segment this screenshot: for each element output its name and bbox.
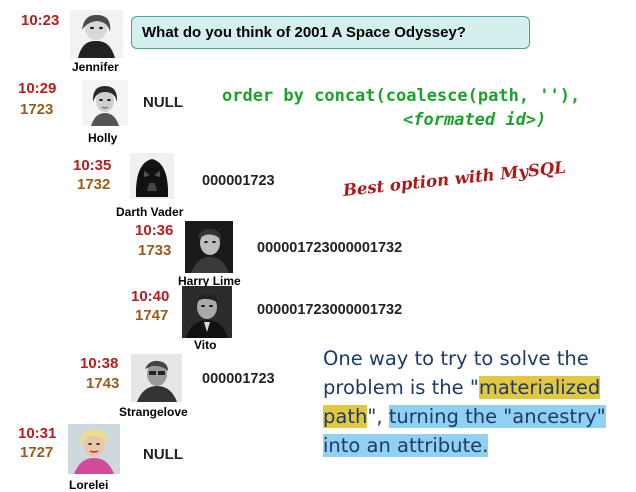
- post-time: 10:40: [131, 288, 170, 305]
- post-author: Darth Vader: [116, 205, 184, 219]
- harry-lime-portrait-icon: [185, 221, 233, 273]
- explanation-text-2: ",: [367, 405, 389, 428]
- post-path: 000001723: [202, 371, 275, 387]
- post-time: 10:35: [73, 157, 112, 174]
- handwritten-note: Best option with MySQL: [342, 157, 567, 200]
- strangelove-portrait-icon: [131, 354, 182, 402]
- post-author: Jennifer: [72, 60, 119, 74]
- post-author: Harry Lime: [178, 274, 241, 288]
- lorelei-portrait-icon: [68, 424, 120, 474]
- post-author: Holly: [88, 131, 118, 145]
- post-path: 000001723: [202, 173, 275, 189]
- post-author: Lorelei: [69, 478, 109, 492]
- post-author: Vito: [194, 338, 217, 352]
- holly-portrait-icon: [82, 80, 128, 126]
- post-parent-id: 1723: [20, 101, 54, 118]
- post-author: Strangelove: [119, 405, 188, 419]
- post-time: 10:38: [80, 355, 119, 372]
- post-path: NULL: [143, 94, 183, 111]
- question-text: What do you think of 2001 A Space Odysse…: [142, 24, 466, 41]
- jennifer-portrait-icon: [70, 10, 123, 58]
- explanation-text-1: One way to try to solve the problem is t…: [323, 347, 589, 399]
- question-bubble: What do you think of 2001 A Space Odysse…: [131, 16, 530, 49]
- sql-order-by-line: order by concat(coalesce(path, ''),: [222, 86, 581, 106]
- sql-formatted-id-line: <formated id>): [403, 110, 547, 130]
- post-time: 10:36: [135, 222, 174, 239]
- post-time: 10:23: [21, 12, 60, 29]
- post-parent-id: 1733: [138, 242, 172, 259]
- materialized-path-explanation: One way to try to solve the problem is t…: [323, 344, 623, 460]
- darth-vader-portrait-icon: [130, 153, 174, 199]
- post-time: 10:29: [18, 80, 57, 97]
- post-path: NULL: [143, 446, 183, 463]
- post-parent-id: 1743: [86, 375, 120, 392]
- post-time: 10:31: [18, 425, 57, 442]
- post-path: 000001723000001732: [257, 240, 403, 256]
- vito-portrait-icon: [182, 286, 232, 338]
- post-parent-id: 1732: [77, 176, 111, 193]
- post-parent-id: 1727: [20, 444, 54, 461]
- post-parent-id: 1747: [135, 307, 169, 324]
- post-path: 000001723000001732: [257, 302, 403, 318]
